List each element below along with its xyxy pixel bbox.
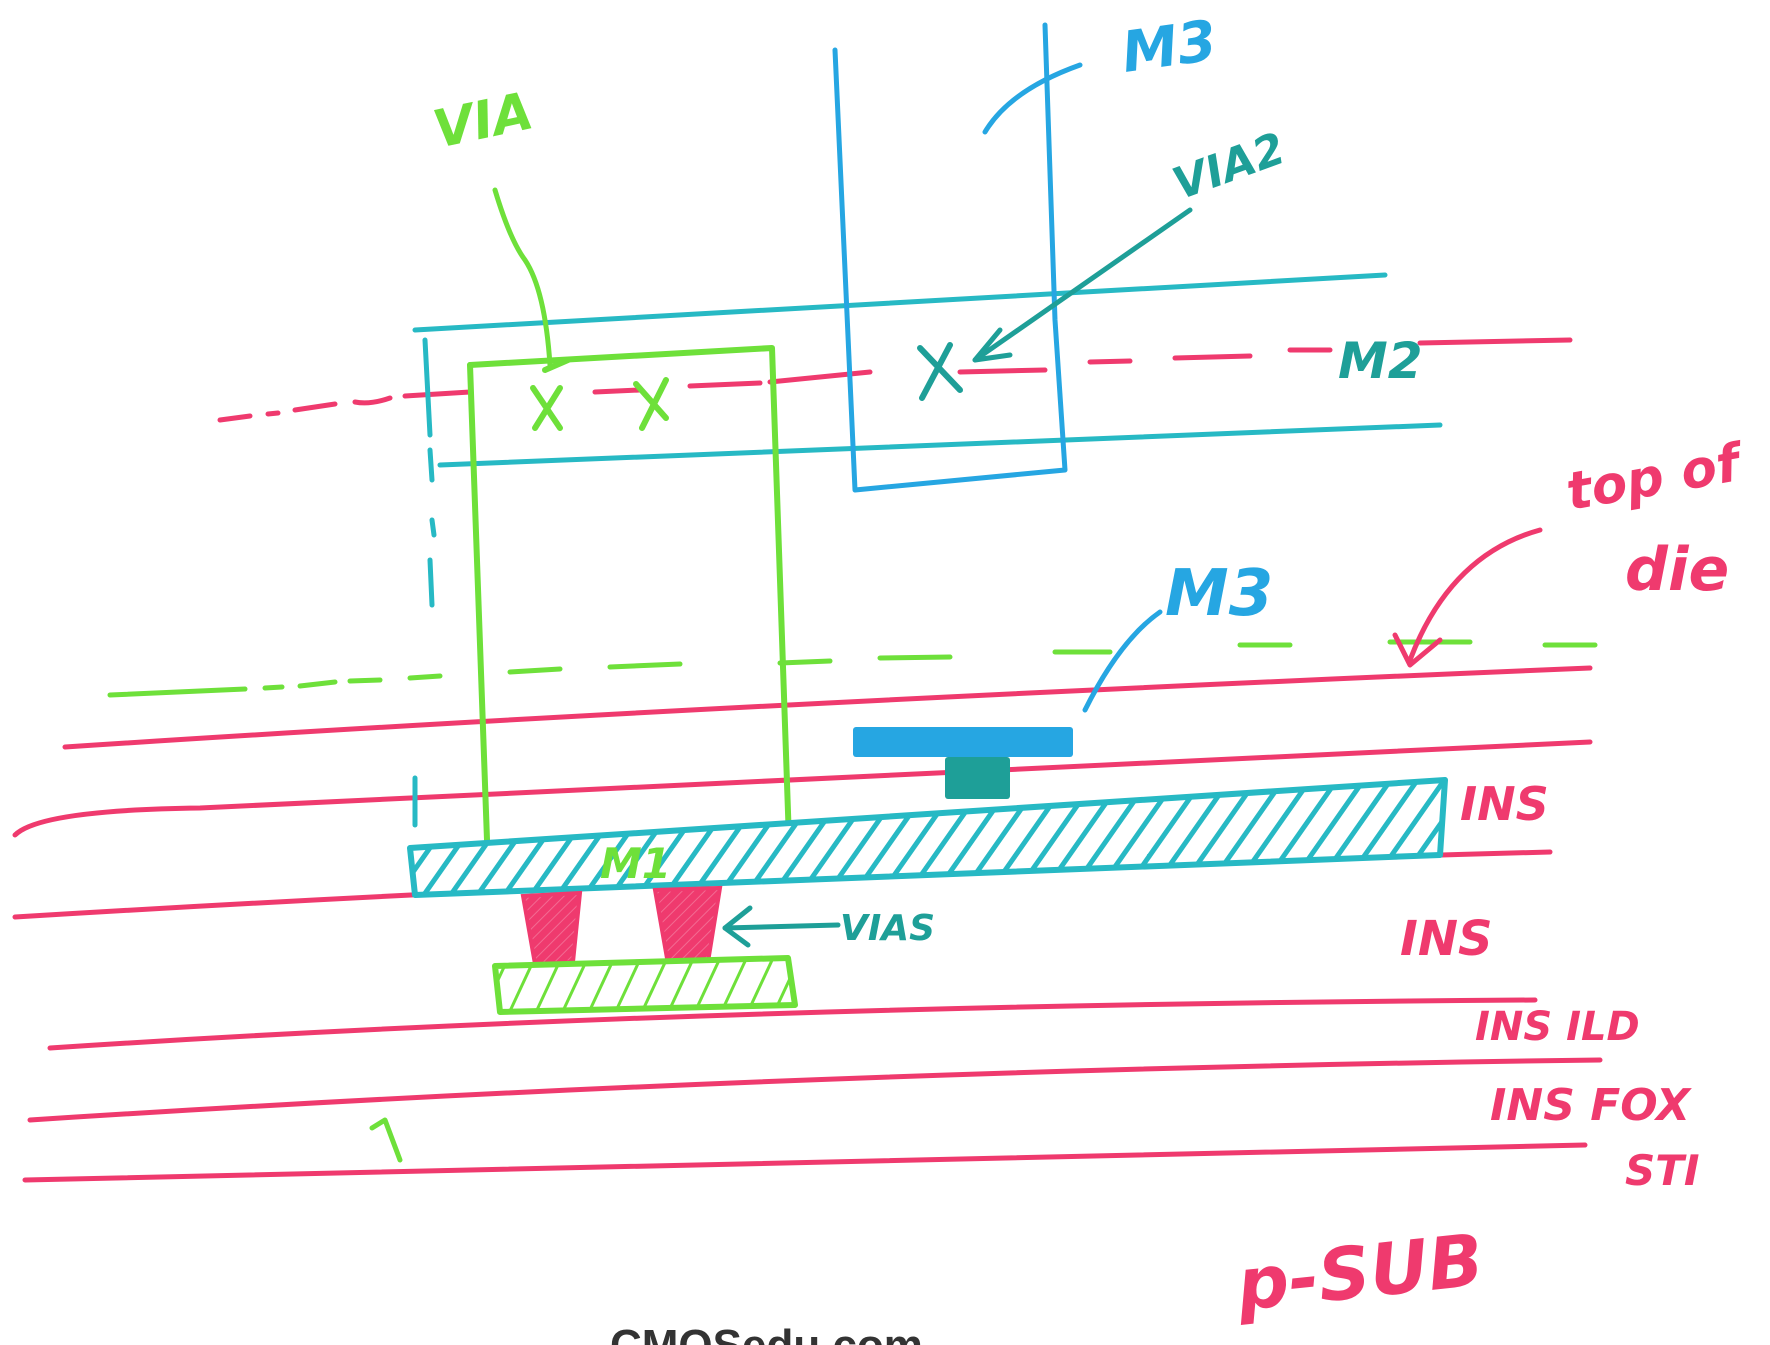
label-via: VIA [428, 81, 538, 160]
via2-cross [917, 342, 963, 401]
m3-top-box [832, 22, 1068, 493]
label-ins-2: INS [1400, 911, 1493, 967]
label-m2: M2 [1338, 332, 1423, 390]
label-m1: M1 [600, 839, 671, 888]
label-ins-1: INS [1460, 777, 1549, 831]
label-top-of-die-1: top of [1562, 432, 1750, 522]
diagram-labels: VIA M3 VIA2 M2 top of die M3 INS M1 INS … [428, 8, 1750, 1327]
green-dashed-line [107, 639, 1598, 698]
m3-cross-section [853, 727, 1073, 799]
ins-fox-line [27, 1057, 1603, 1123]
sti-line [22, 1142, 1588, 1183]
m1-layer [492, 955, 798, 1015]
via-crosses [530, 357, 669, 431]
label-ins-ild: INS ILD [1475, 1004, 1640, 1050]
label-m3-mid: M3 [1165, 557, 1273, 631]
top-of-die-line [62, 665, 1593, 750]
label-vias: VIAS [840, 908, 935, 949]
label-sti: STI [1625, 1146, 1700, 1195]
vias-plugs [520, 885, 723, 967]
m2-metal [412, 272, 1443, 828]
label-psub: p-SUB [1232, 1218, 1487, 1327]
m2-dashed-line [217, 337, 1573, 423]
ins-ild-line [47, 997, 1538, 1051]
label-ins-fox: INS FOX [1490, 1080, 1692, 1131]
leader-lines [369, 62, 1543, 1163]
ins-line-1 [12, 739, 1593, 838]
m2-cross-section [407, 777, 1448, 898]
footer-site: CMOSedu.com [610, 1321, 923, 1345]
label-via2: VIA2 [1166, 123, 1292, 210]
label-m3-top: M3 [1118, 8, 1221, 86]
label-top-of-die-2: die [1625, 535, 1729, 605]
